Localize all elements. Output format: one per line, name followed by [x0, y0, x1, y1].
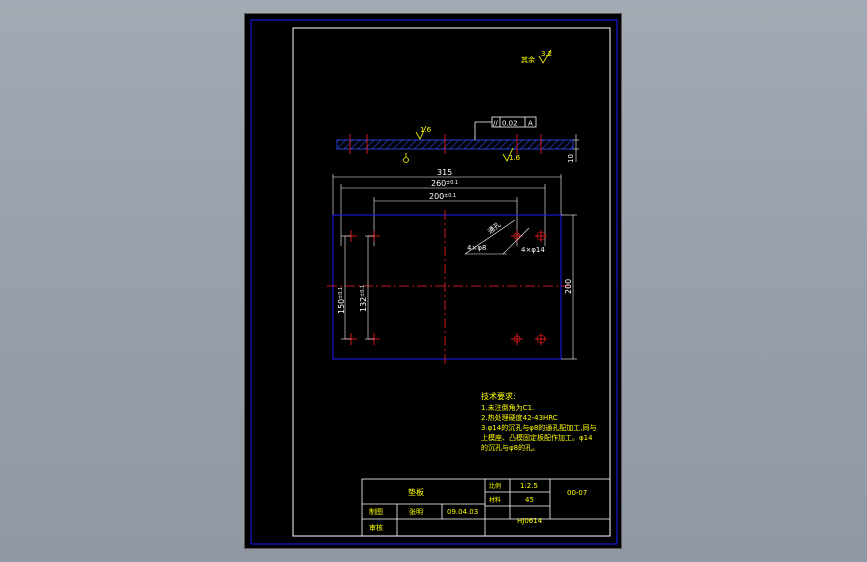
hole-callout-2: 4×φ14 [521, 246, 545, 254]
dim-height: 200 [564, 279, 573, 294]
hole-circles [513, 231, 546, 344]
dim-132: 132 [359, 297, 368, 312]
height-dimension [561, 214, 577, 360]
notes-line-2: 2.热处理硬度42-43HRC [481, 413, 558, 422]
title-material-value: 45 [525, 496, 534, 504]
tolerance-symbol: // [493, 120, 498, 128]
hole-callout-leader: 通孔 [486, 220, 503, 236]
section-roughness-symbols [403, 125, 514, 163]
roughness-side-value: 1.6 [509, 154, 521, 162]
thickness-dim-label: 10 [567, 154, 575, 163]
tolerance-datum: A [528, 120, 533, 128]
notes-line-1: 1.未注倒角为C1. [481, 403, 534, 412]
title-drawing-no: 00-07 [567, 489, 587, 497]
dim-200: 200 [429, 192, 444, 201]
title-scale-label: 比例 [489, 482, 501, 490]
dim-200-tol: ±0.1 [444, 193, 456, 199]
sheet-inner-frame [292, 27, 611, 537]
dim-overall-width: 315 [437, 168, 452, 177]
title-part-name: 垫板 [408, 487, 424, 497]
dim-260-tol: ±0.1 [446, 180, 458, 186]
notes-title: 技术要求: [481, 391, 516, 401]
notes-line-4: 上模座、凸模固定板配作加工。φ14 [481, 433, 593, 442]
dim-150-tol: ±0.1 [338, 287, 344, 299]
title-school: HJ0614 [517, 517, 543, 525]
cad-viewport[interactable]: 其余 3.2 1.6 1.6 // 0.02 A 10 [244, 13, 622, 549]
section-view-hatch [336, 139, 574, 150]
hole-callout-leaders [464, 219, 530, 255]
plate-holes [345, 230, 547, 345]
dim-150: 150 [337, 299, 346, 314]
roughness-note-label: 其余 [521, 55, 535, 64]
thickness-dimension [573, 134, 579, 162]
tolerance-frame [474, 116, 537, 140]
title-scale-value: 1:2.5 [520, 482, 538, 490]
title-drawn-label: 制图 [369, 507, 383, 516]
roughness-symbol-icon [538, 49, 552, 64]
dim-260: 260 [431, 179, 446, 188]
left-dimensions [341, 235, 374, 340]
plate-outline [332, 214, 562, 360]
notes-line-5: 的沉孔与φ8的孔。 [481, 443, 539, 452]
title-block [361, 478, 611, 537]
roughness-face-value: 1.6 [420, 126, 432, 134]
section-centerlines [349, 134, 542, 154]
datum-circle-icon [403, 157, 409, 163]
title-drawn-name: 张明 [409, 507, 423, 516]
sheet-outer-border [250, 19, 618, 545]
hole-callout-1: 4×φ8 [467, 244, 486, 252]
title-drawn-date: 09.04.03 [447, 508, 478, 516]
tolerance-value: 0.02 [502, 120, 518, 128]
title-checked-label: 审核 [369, 523, 383, 532]
cad-drawing: 其余 3.2 1.6 1.6 // 0.02 A 10 [250, 19, 618, 545]
plate-centerlines [327, 210, 569, 364]
notes-line-3: 3.φ14的沉孔与φ8的通孔配加工,同与 [481, 423, 597, 432]
roughness-note-value: 3.2 [541, 50, 552, 58]
dim-132-tol: ±0.1 [360, 285, 366, 297]
title-material-label: 材料 [489, 496, 501, 504]
